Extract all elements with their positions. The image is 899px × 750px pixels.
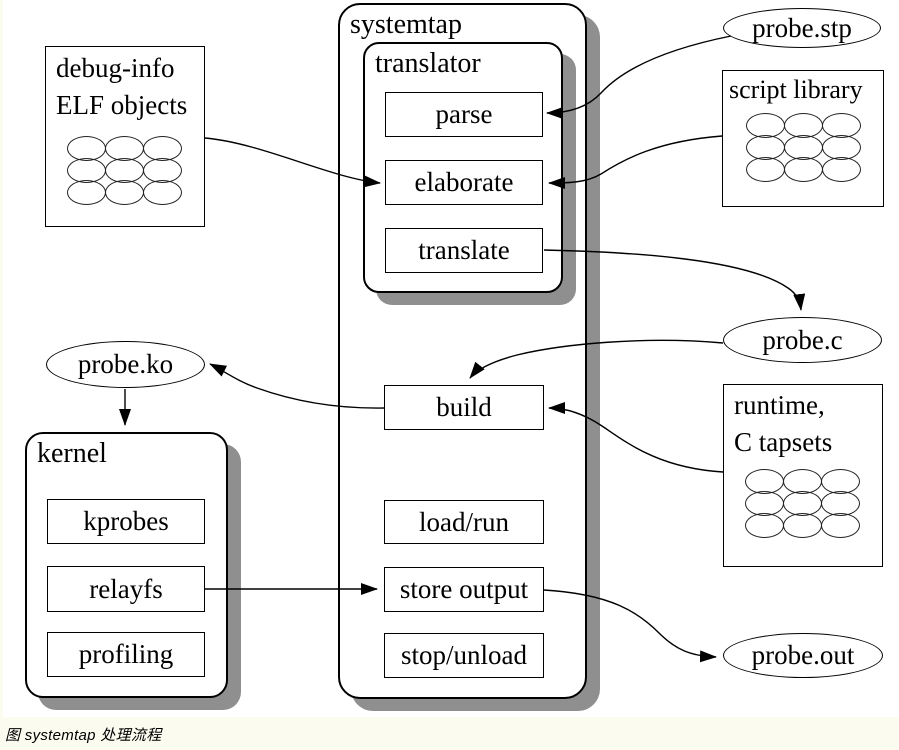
- load-run-box: load/run: [384, 500, 544, 544]
- debug-info-label-line1: debug-info: [56, 53, 175, 83]
- runtime-tapsets-box: runtime, C tapsets: [723, 384, 883, 567]
- store-output-box: store output: [384, 567, 544, 612]
- probe-c-label: probe.c: [762, 324, 843, 355]
- store-output-label: store output: [399, 574, 529, 604]
- probe-out-label: probe.out: [751, 640, 855, 670]
- debug-info-label-line2: ELF objects: [56, 89, 188, 120]
- elaborate-label: elaborate: [414, 167, 514, 197]
- stop-unload-label: stop/unload: [401, 640, 527, 670]
- ellipse-grid: [67, 136, 182, 205]
- load-run-label: load/run: [419, 506, 509, 537]
- probe-ko-ellipse: probe.ko: [46, 341, 205, 388]
- ellipse-grid: [745, 469, 860, 538]
- relayfs-box: relayfs: [47, 566, 205, 612]
- debug-info-box: debug-info ELF objects: [45, 46, 205, 227]
- profiling-label: profiling: [78, 639, 174, 669]
- kprobes-label: kprobes: [83, 506, 169, 536]
- profiling-box: profiling: [47, 632, 205, 677]
- stop-unload-box: stop/unload: [384, 633, 544, 678]
- ellipse-grid: [746, 113, 861, 182]
- build-label: build: [436, 392, 492, 422]
- probe-out-ellipse: probe.out: [723, 633, 883, 678]
- runtime-label-line1: runtime,: [734, 390, 825, 420]
- figure-caption: 图 systemtap 处理流程: [5, 727, 162, 744]
- translate-box: translate: [385, 228, 543, 273]
- translator-label: translator: [375, 48, 481, 79]
- parse-label: parse: [435, 99, 493, 129]
- translate-label: translate: [418, 235, 510, 265]
- runtime-label-line2: C tapsets: [734, 426, 833, 457]
- script-library-label: script library: [729, 75, 863, 104]
- kernel-label: kernel: [37, 438, 107, 469]
- kprobes-box: kprobes: [47, 499, 205, 544]
- build-box: build: [384, 385, 544, 430]
- systemtap-label: systemtap: [350, 9, 462, 40]
- relayfs-label: relayfs: [89, 573, 163, 604]
- probe-stp-ellipse: probe.stp: [723, 8, 881, 48]
- parse-box: parse: [385, 92, 543, 137]
- probe-ko-label: probe.ko: [77, 349, 174, 379]
- script-library-box: script library: [722, 70, 884, 207]
- elaborate-box: elaborate: [385, 160, 543, 205]
- probe-c-ellipse: probe.c: [723, 317, 882, 363]
- probe-stp-label: probe.stp: [752, 12, 852, 43]
